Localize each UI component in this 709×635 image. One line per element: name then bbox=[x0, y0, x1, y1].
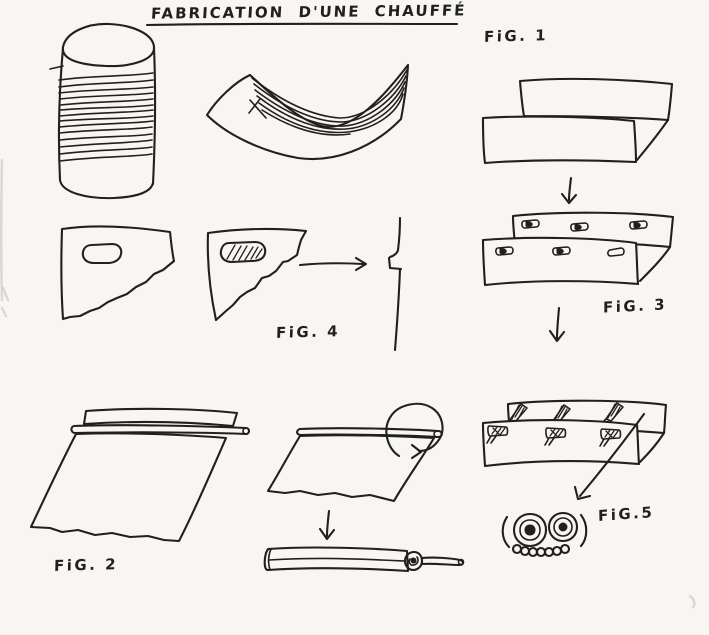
scan-artifacts bbox=[0, 158, 696, 609]
page-title: FABRICATION D'UNE CHAUFFÉ bbox=[150, 1, 467, 23]
title-underline bbox=[145, 22, 459, 27]
fig1-wound-roll-drawing bbox=[49, 22, 157, 200]
toggle-pin-bottom-3 bbox=[599, 428, 622, 447]
fig1-unrolled-band-drawing bbox=[205, 63, 410, 160]
fig3-label: FiG. 3 bbox=[603, 295, 668, 317]
fig4-piece-hatched-drawing bbox=[206, 227, 308, 322]
arrow-to-fig5-detail bbox=[573, 412, 646, 501]
arrow-right bbox=[298, 256, 368, 272]
fig2-rolled-tube-drawing bbox=[263, 546, 465, 573]
fig1-label: FiG. 1 bbox=[483, 26, 549, 46]
fig5-coil-toggle-detail-drawing bbox=[501, 511, 588, 558]
coil-spring bbox=[511, 543, 571, 558]
arrow-down-2 bbox=[548, 306, 566, 343]
rotation-arrow bbox=[385, 402, 444, 460]
fig2-label: FiG. 2 bbox=[53, 555, 119, 575]
toggle-pin-bottom-2 bbox=[544, 427, 567, 446]
fig4-label: FiG. 4 bbox=[275, 322, 341, 342]
fig1-stacked-panels-drawing bbox=[481, 77, 674, 165]
arrow-down-1 bbox=[560, 176, 578, 205]
fig2-sheet-with-rod-drawing bbox=[29, 407, 251, 543]
fig2-rolling-step-drawing bbox=[266, 402, 444, 503]
fig5-fastened-panels-drawing bbox=[481, 399, 668, 468]
fig3-slotted-panels-drawing bbox=[481, 211, 675, 287]
arrow-down-3 bbox=[318, 509, 336, 541]
toggle-pin-bottom-1 bbox=[486, 425, 509, 444]
fig4-edge-profile-drawing bbox=[387, 216, 403, 352]
fig4-piece-plain-drawing bbox=[60, 225, 176, 321]
